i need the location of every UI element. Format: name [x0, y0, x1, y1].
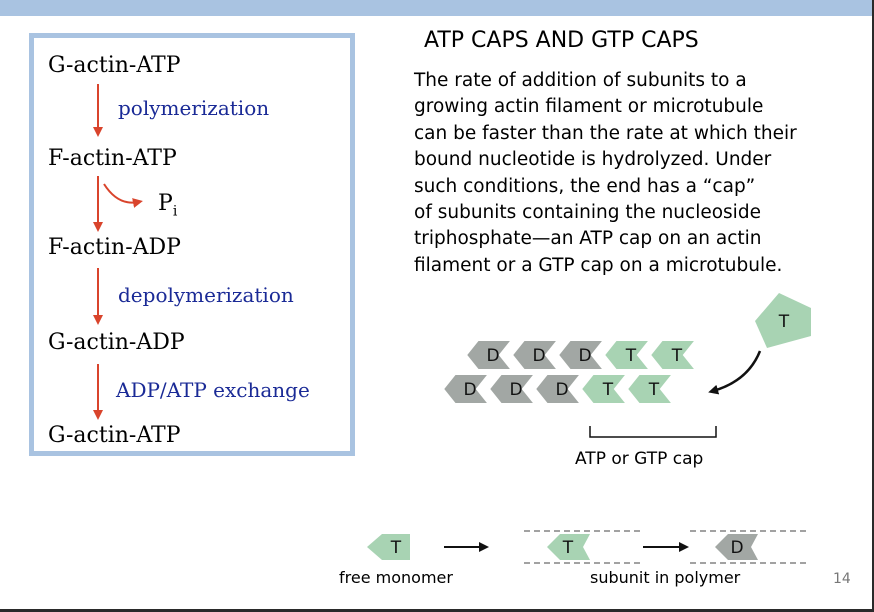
filament-bottom-subunit-d [441, 373, 492, 405]
description-paragraph: The rate of addition of subunits to a gr… [414, 68, 834, 279]
free-monomer-label: free monomer [339, 568, 453, 587]
polymer-label: subunit in polymer [590, 568, 741, 587]
pi-subscript: i [172, 203, 178, 220]
paragraph-line: can be faster than the rate at which the… [414, 122, 797, 144]
filament-bottom-subunit-letter: T [602, 380, 614, 400]
right-edge [872, 0, 874, 612]
cycle-step-f-actin-atp: F-actin-ATP [48, 146, 177, 171]
filament-bottom-subunit-letter: D [509, 380, 522, 400]
filament-bottom-subunit-t [579, 373, 630, 405]
filament-bottom-subunit-letter: T [648, 380, 660, 400]
label-adp-atp-exchange: ADP/ATP exchange [116, 378, 310, 402]
filament-top-subunit-letter: D [532, 346, 545, 366]
paragraph-line: bound nucleotide is hydrolyzed. Under [414, 149, 772, 171]
filament-top-subunit-letter: D [486, 346, 499, 366]
incoming-subunit [755, 293, 811, 348]
cycle-step-f-actin-adp: F-actin-ADP [48, 235, 181, 260]
pi-letter: P [158, 191, 173, 216]
cycle-step-g-actin-atp-final: G-actin-ATP [48, 423, 181, 448]
cap-label: ATP or GTP cap [575, 449, 704, 469]
filament-top-subunit-letter: T [671, 346, 683, 366]
page-number: 14 [833, 571, 851, 587]
filament-top-subunit-t [648, 339, 699, 371]
incoming-arrow [708, 350, 762, 395]
actin-cycle-panel [29, 33, 355, 456]
label-depolymerization: depolymerization [118, 283, 294, 307]
paragraph-line: growing actin filament or microtubule [414, 96, 764, 118]
filament-top-subunit-d [556, 339, 607, 371]
filament-bottom-subunit-letter: D [463, 380, 476, 400]
phosphate-label: Pi [158, 191, 178, 220]
polymer-subunit-t-letter: T [562, 538, 574, 558]
cap-bracket [589, 426, 717, 438]
bottom-edge [0, 609, 874, 612]
arrow-pi-release [103, 183, 143, 208]
cycle-step-g-actin-adp: G-actin-ADP [48, 330, 185, 355]
filament-bottom-subunit-t [625, 373, 676, 405]
paragraph-line: of subunits containing the nucleoside [414, 202, 761, 224]
polymer-subunit-t [547, 534, 590, 560]
free-monomer-subunit [367, 534, 410, 560]
polymer-subunit-d-letter: D [730, 538, 743, 558]
filament-top-subunit-d [510, 339, 561, 371]
filament-top-subunit-letter: D [578, 346, 591, 366]
paragraph-line: filament or a GTP cap on a microtubule. [414, 254, 783, 276]
cycle-step-g-actin-atp: G-actin-ATP [48, 53, 181, 78]
header-bar [0, 0, 874, 16]
filament-bottom-subunit-letter: D [555, 380, 568, 400]
free-monomer-letter: T [390, 538, 402, 558]
paragraph-line: triphosphate—an ATP cap on an actin [414, 228, 762, 250]
filament-bottom-subunit-d [533, 373, 584, 405]
slide-title: ATP CAPS AND GTP CAPS [424, 28, 699, 53]
polymer-subunit-d [715, 534, 758, 560]
paragraph-line: The rate of addition of subunits to a [414, 70, 747, 91]
filament-top-subunit-d [464, 339, 515, 371]
paragraph-line: such conditions, the end has a “cap” [414, 175, 756, 197]
filament-top-subunit-t [602, 339, 653, 371]
filament-top-subunit-letter: T [625, 346, 637, 366]
filament-bottom-subunit-d [487, 373, 538, 405]
label-polymerization: polymerization [118, 96, 270, 120]
incoming-subunit-letter: T [778, 312, 790, 332]
